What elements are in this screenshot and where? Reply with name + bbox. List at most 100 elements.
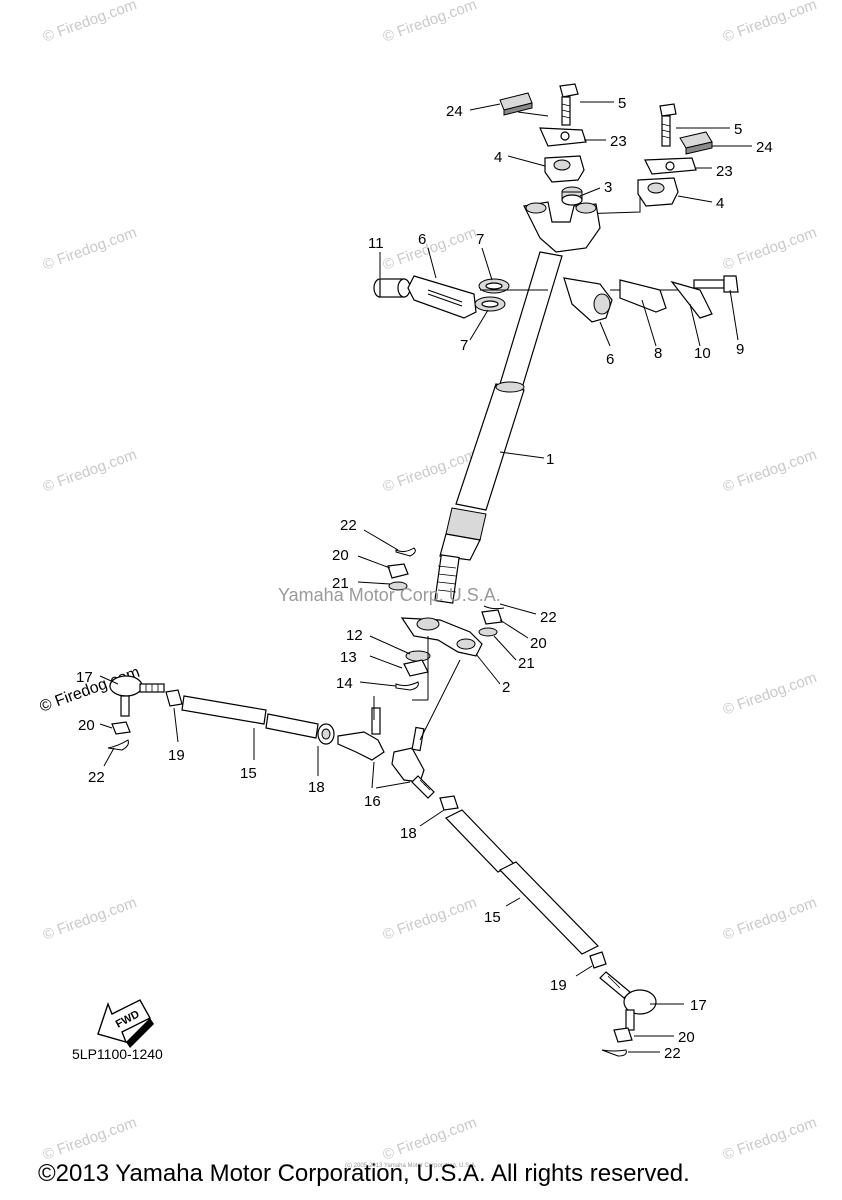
part-10-bracket — [670, 280, 713, 319]
watermark: © Firedog.com — [721, 1114, 819, 1164]
part-6-right-arm — [563, 277, 613, 323]
callout: 3 — [604, 179, 612, 196]
watermark: © Firedog.com — [721, 669, 819, 719]
watermark: © Firedog.com — [381, 0, 479, 46]
callout: 7 — [476, 231, 484, 248]
callout: 1 — [546, 451, 554, 468]
callout: 20 — [678, 1029, 695, 1046]
callout-numbers: 24 5 23 4 3 5 24 23 4 11 6 7 7 6 8 10 9 … — [76, 95, 773, 1062]
callout: 16 — [364, 793, 381, 810]
callout: 15 — [240, 765, 257, 782]
part-3-bushing — [561, 186, 583, 206]
part-2-pitman-arm — [400, 617, 483, 657]
callout: 12 — [346, 627, 363, 644]
callout: 10 — [694, 345, 711, 362]
center-watermark: Yamaha Motor Corp. U.S.A. — [278, 585, 501, 605]
callout: 9 — [736, 341, 744, 358]
callout: 15 — [484, 909, 501, 926]
callout: 13 — [340, 649, 357, 666]
part-17-right-tie-rod-end — [599, 971, 657, 1031]
part-11-collar — [373, 278, 411, 298]
part-22-left-pin — [107, 739, 129, 751]
part-20-right-nut — [613, 1027, 633, 1043]
callout: 22 — [88, 769, 105, 786]
watermark: © Firedog.com — [41, 224, 139, 274]
watermark: © Firedog.com — [721, 894, 819, 944]
leader-line — [517, 111, 549, 117]
callout: 17 — [76, 669, 93, 686]
callout: 18 — [400, 825, 417, 842]
watermark: © Firedog.com — [41, 446, 139, 496]
callout: 22 — [664, 1045, 681, 1062]
part-9-bolt — [693, 275, 739, 293]
part-14-cotter-pin — [395, 681, 419, 691]
watermark: © Firedog.com — [381, 1114, 479, 1164]
callout: 4 — [716, 195, 724, 212]
part-4-left-holder — [544, 155, 585, 183]
part-15-right-rod — [445, 809, 600, 955]
callout: 22 — [540, 609, 557, 626]
watermark-grid: © Firedog.com © Firedog.com © Firedog.co… — [41, 0, 819, 1164]
watermark: © Firedog.com — [721, 0, 819, 46]
callout: 23 — [610, 133, 627, 150]
callout: 24 — [446, 103, 463, 120]
callout: 11 — [368, 235, 384, 252]
part-15-left-rod — [181, 695, 319, 739]
part-20-left-nut — [111, 721, 131, 735]
callout: 20 — [332, 547, 349, 564]
part-21-washer-top — [388, 581, 408, 591]
callout: 6 — [418, 231, 426, 248]
part-24-left-pad — [499, 92, 533, 116]
right-side-pin-parts — [478, 605, 505, 637]
part-19-right-nut — [589, 951, 607, 969]
leader-line — [577, 196, 641, 215]
column-top-yoke — [523, 201, 601, 253]
callout: 23 — [716, 163, 733, 180]
part-7-washers — [474, 278, 510, 312]
callout: 22 — [340, 517, 357, 534]
callout: 2 — [502, 679, 510, 696]
callout: 7 — [460, 337, 468, 354]
watermark: © Firedog.com — [721, 224, 819, 274]
part-19-left-nut — [165, 689, 183, 707]
part-16-tie-rod-ends — [337, 707, 435, 799]
callout: 17 — [690, 997, 707, 1014]
callout: 18 — [308, 779, 325, 796]
callout: 4 — [494, 149, 502, 166]
diagram-code: 5LP1100-1240 — [72, 1046, 163, 1062]
part-6-left-arm — [407, 275, 477, 319]
callout: 14 — [336, 675, 353, 692]
part-17-left-tie-rod-end — [109, 675, 165, 717]
part-13-nut — [403, 659, 429, 677]
watermark: © Firedog.com — [721, 446, 819, 496]
part-22-cotter-pin-top — [395, 547, 416, 557]
part-23-left-lockplate — [539, 127, 587, 147]
part-5-right-bolt — [659, 103, 677, 147]
watermark: © Firedog.com — [381, 224, 479, 274]
callout: 20 — [78, 717, 95, 734]
part-18-left-nut — [317, 723, 335, 745]
part-1-steering-shaft — [434, 251, 563, 604]
part-5-left-bolt — [559, 83, 579, 126]
watermark: © Firedog.com — [41, 0, 139, 46]
part-22-right-pin — [601, 1049, 627, 1057]
tiny-credit: (c) 2005-2013 Yamaha Motor Corporation, … — [345, 1163, 477, 1169]
part-18-right-nut — [439, 795, 459, 811]
part-24-right-pad — [679, 131, 713, 155]
part-23-right-lockplate — [644, 157, 697, 175]
callout: 20 — [530, 635, 547, 652]
part-12-washer — [405, 650, 431, 662]
part-4-right-holder — [637, 177, 679, 207]
callout: 24 — [756, 139, 773, 156]
callout: 21 — [332, 575, 349, 592]
watermark: © Firedog.com — [41, 1114, 139, 1164]
copyright-notice: ©2013 Yamaha Motor Corporation, U.S.A. A… — [38, 1160, 690, 1187]
callout: 6 — [606, 351, 614, 368]
watermark: © Firedog.com — [41, 894, 139, 944]
callout: 19 — [550, 977, 567, 994]
fwd-arrow-icon: FWD — [97, 999, 154, 1048]
callout: 19 — [168, 747, 185, 764]
leader-lines — [99, 101, 752, 1053]
callout: 8 — [654, 345, 662, 362]
